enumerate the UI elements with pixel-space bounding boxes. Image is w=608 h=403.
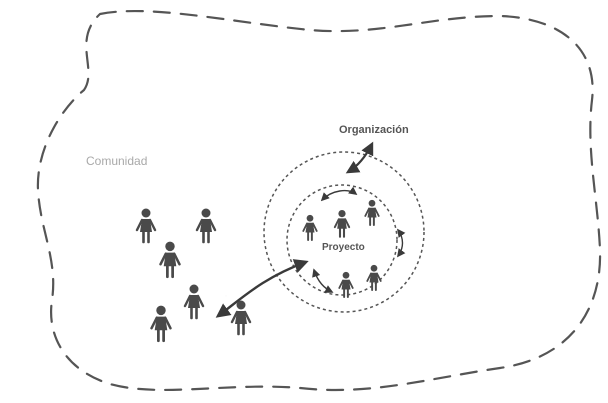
community-label: Comunidad bbox=[86, 154, 148, 168]
community-boundary bbox=[36, 9, 602, 392]
project-person-1 bbox=[302, 213, 318, 241]
community-person-3 bbox=[159, 240, 181, 279]
arrow-organization bbox=[345, 141, 374, 174]
arrow-community-project bbox=[215, 259, 309, 318]
organization-label: Organización bbox=[339, 124, 409, 136]
community-person-5 bbox=[150, 304, 172, 343]
community-person-6 bbox=[230, 299, 252, 336]
community-person-4 bbox=[183, 283, 205, 320]
project-person-2 bbox=[333, 208, 351, 238]
project-person-4 bbox=[338, 270, 354, 298]
project-person-3 bbox=[364, 198, 380, 226]
community-person-2 bbox=[195, 207, 217, 244]
community-person-1 bbox=[135, 207, 157, 244]
organization-circle bbox=[263, 151, 425, 313]
arrow-project-right bbox=[396, 228, 406, 258]
arrow-project-top bbox=[320, 186, 358, 202]
project-label: Proyecto bbox=[322, 242, 365, 253]
project-person-5 bbox=[366, 263, 382, 291]
arrow-project-left bbox=[312, 268, 334, 293]
